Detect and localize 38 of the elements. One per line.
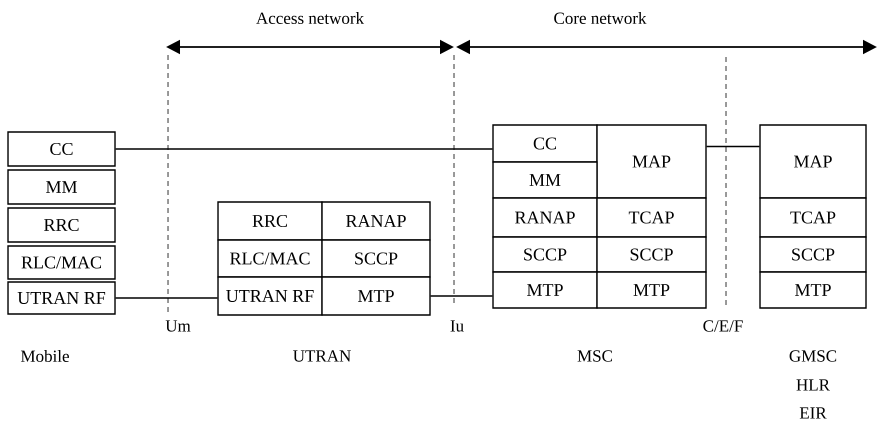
protocol-box: RANAP <box>321 201 431 241</box>
protocol-box: SCCP <box>492 236 598 273</box>
connection-line <box>706 146 760 148</box>
protocol-box: CC <box>492 124 598 163</box>
protocol-box: UTRAN RF <box>7 281 116 315</box>
stack-label: Mobile <box>20 350 69 362</box>
protocol-box: MM <box>7 169 116 205</box>
span-label: Core network <box>554 12 646 24</box>
interface-label: Um <box>166 320 190 332</box>
stack-label: MSC <box>578 350 612 362</box>
protocol-box: SCCP <box>759 236 867 273</box>
interface-label: Iu <box>450 320 464 332</box>
protocol-box: RLC/MAC <box>217 239 323 278</box>
protocol-box: RANAP <box>492 197 598 238</box>
protocol-box: RRC <box>217 201 323 241</box>
protocol-box: MTP <box>759 271 867 309</box>
protocol-box: MAP <box>759 124 867 199</box>
interface-label: C/E/F <box>703 320 743 332</box>
stack-label: HLR <box>796 379 830 391</box>
protocol-box: RRC <box>7 207 116 243</box>
span-label: Access network <box>256 12 364 24</box>
protocol-box: MTP <box>492 271 598 309</box>
protocol-box: TCAP <box>596 197 707 238</box>
stack-label: GMSC <box>790 350 836 362</box>
protocol-box: CC <box>7 131 116 167</box>
protocol-box: TCAP <box>759 197 867 238</box>
stack-label: UTRAN <box>293 350 351 362</box>
stack-label: EIR <box>800 407 827 419</box>
connection-line <box>430 295 492 297</box>
protocol-box: MM <box>492 161 598 199</box>
protocol-box: SCCP <box>596 236 707 273</box>
connection-line <box>116 297 218 299</box>
protocol-box: UTRAN RF <box>217 276 323 316</box>
protocol-box: SCCP <box>321 239 431 278</box>
protocol-box: RLC/MAC <box>7 245 116 280</box>
protocol-box: MTP <box>596 271 707 309</box>
protocol-box: MTP <box>321 276 431 316</box>
connection-line <box>116 148 492 150</box>
